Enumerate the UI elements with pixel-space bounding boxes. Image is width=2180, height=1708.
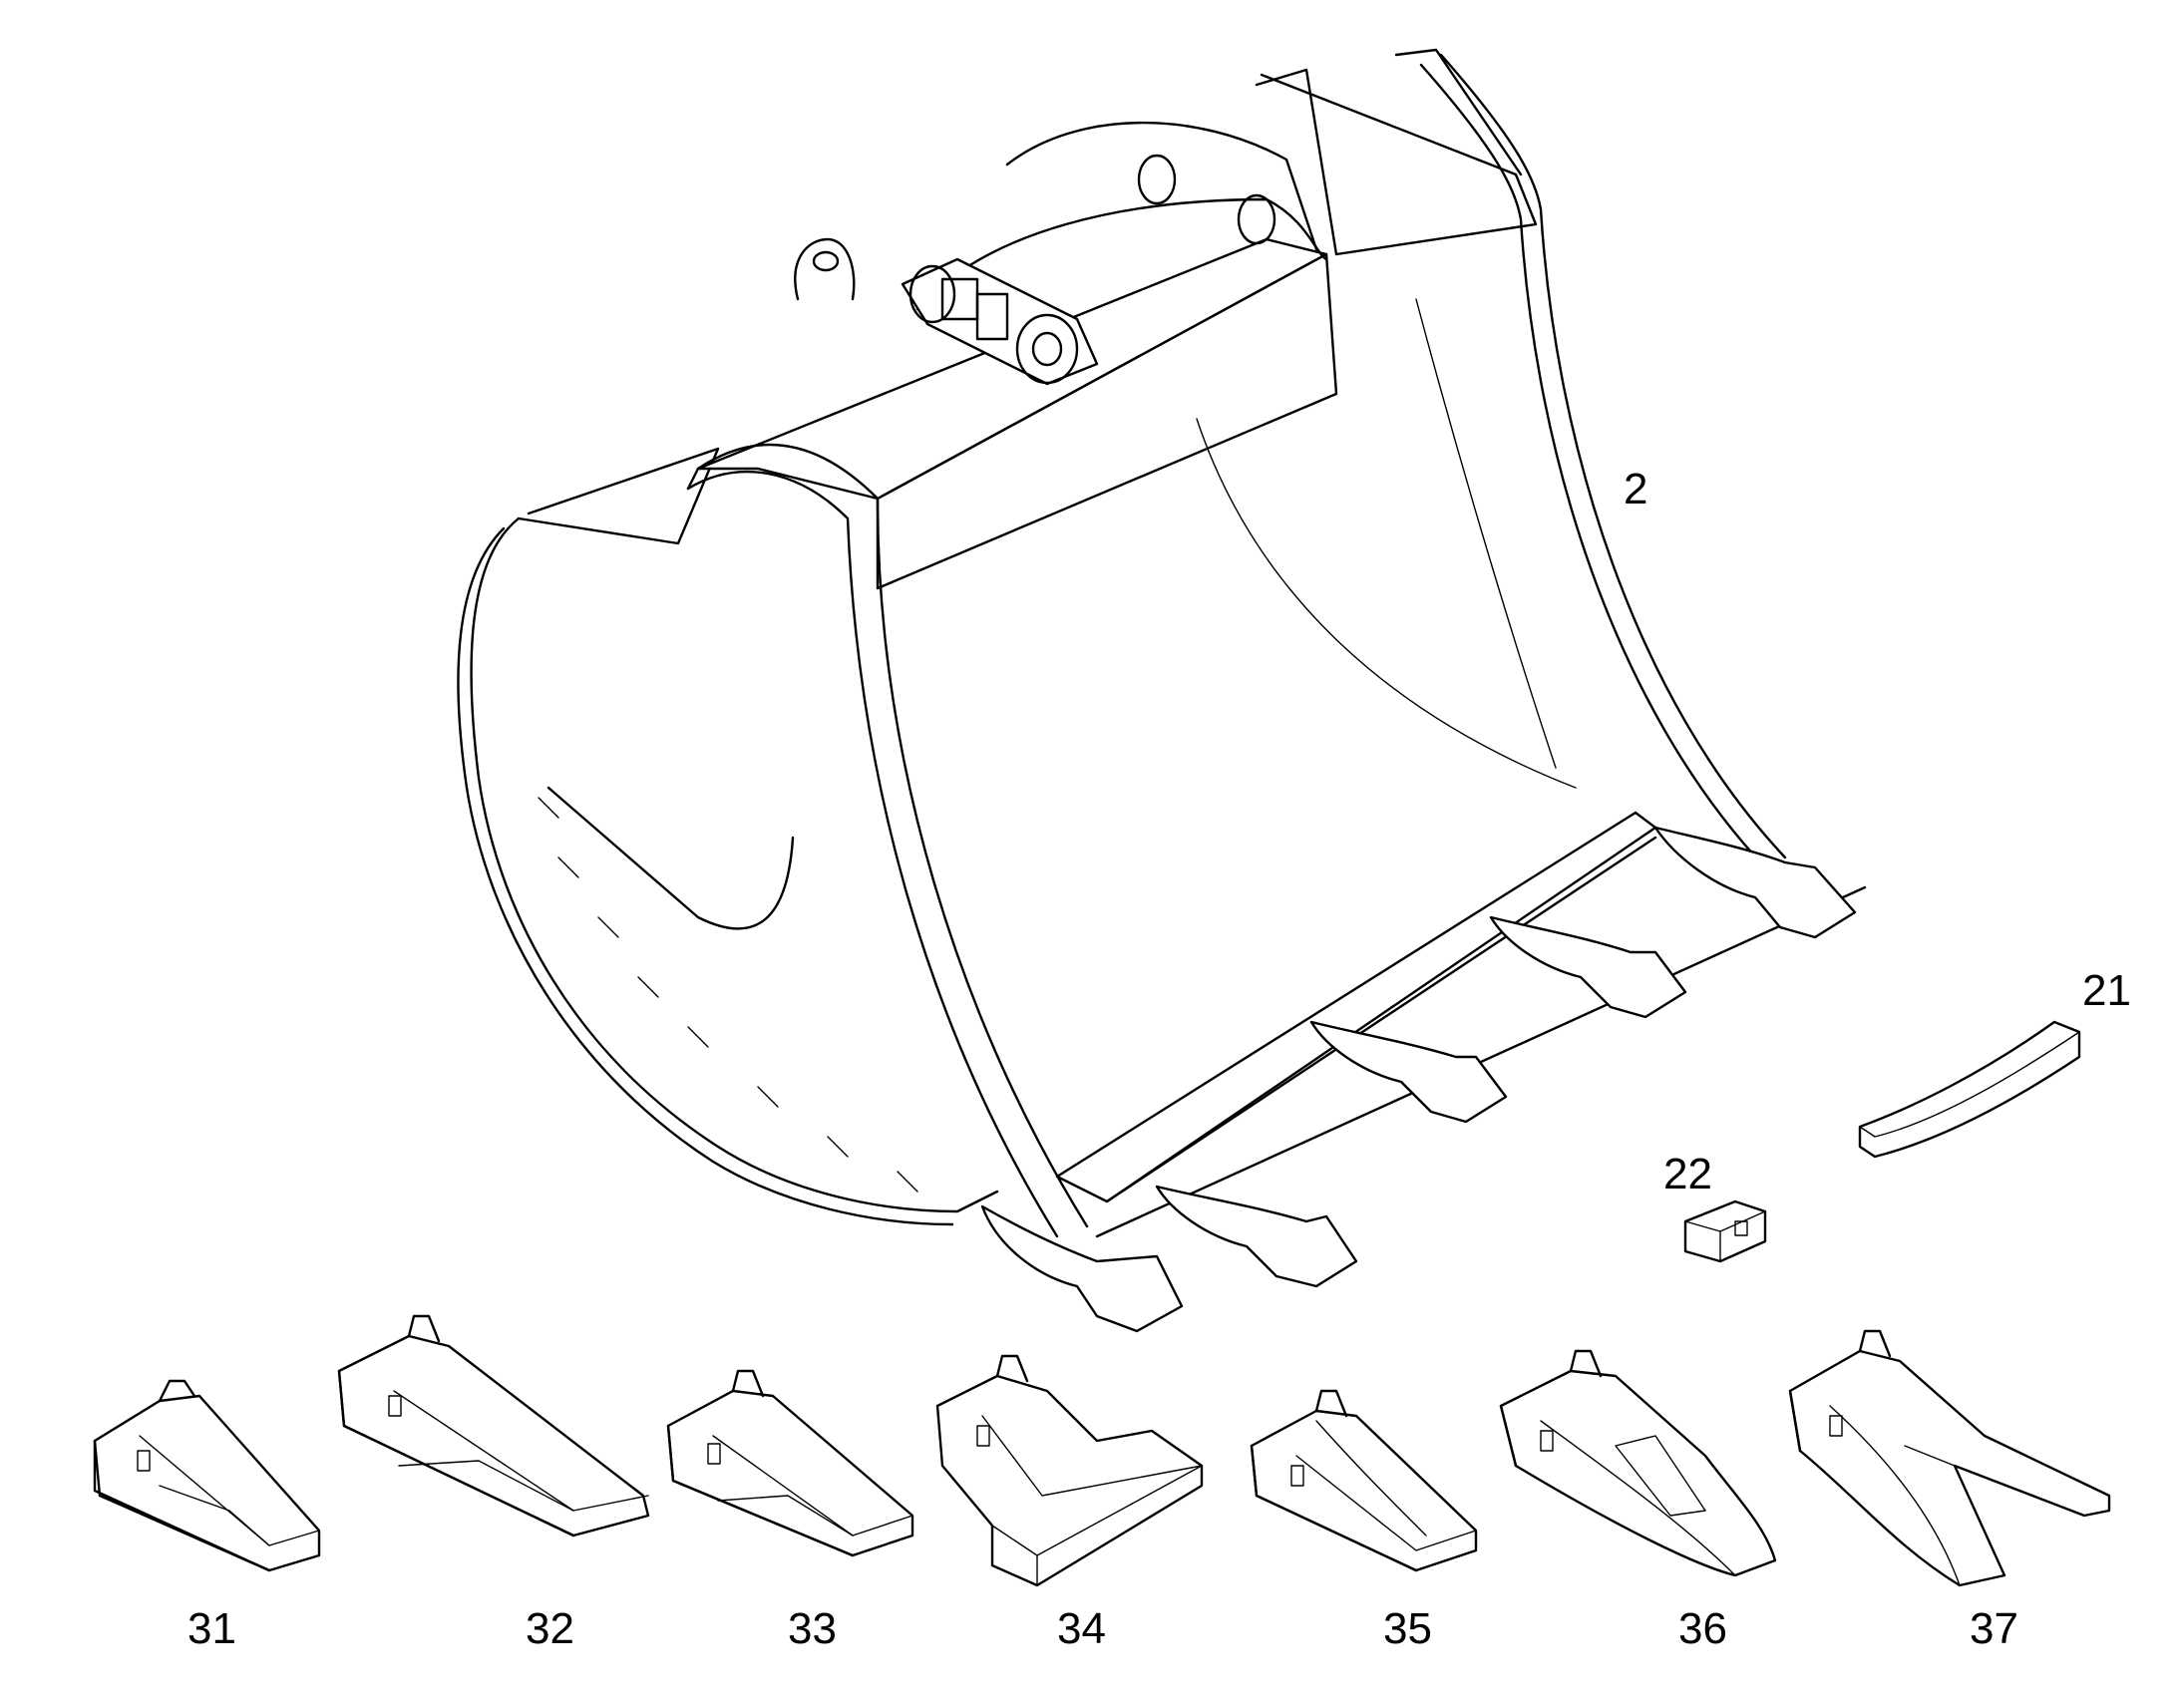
bucket-tooth <box>1489 915 1687 1019</box>
bucket-tooth <box>1653 826 1857 939</box>
label-34: 34 <box>1057 1604 1106 1653</box>
tooth-36 <box>1499 1349 1777 1577</box>
bucket <box>457 48 1867 1333</box>
bucket-tooth <box>1155 1185 1358 1288</box>
tooth-32 <box>337 1314 650 1537</box>
part-21-side-adapter <box>1858 1020 2081 1159</box>
label-2: 2 <box>1624 465 1647 513</box>
bucket-tooth <box>1309 1020 1508 1124</box>
tooth-31 <box>93 1379 321 1572</box>
label-32: 32 <box>526 1604 574 1653</box>
tooth-34 <box>935 1354 1204 1587</box>
label-37: 37 <box>1970 1604 2018 1653</box>
label-31: 31 <box>187 1604 236 1653</box>
tooth-35 <box>1250 1389 1478 1572</box>
label-36: 36 <box>1678 1604 1727 1653</box>
label-22: 22 <box>1663 1150 1712 1198</box>
label-35: 35 <box>1383 1604 1432 1653</box>
label-33: 33 <box>788 1604 837 1653</box>
part-22-retainer <box>1683 1199 1767 1263</box>
tooth-33 <box>666 1369 914 1557</box>
tooth-37 <box>1788 1329 2111 1587</box>
label-21: 21 <box>2082 966 2131 1015</box>
bucket-tooth <box>980 1204 1184 1333</box>
